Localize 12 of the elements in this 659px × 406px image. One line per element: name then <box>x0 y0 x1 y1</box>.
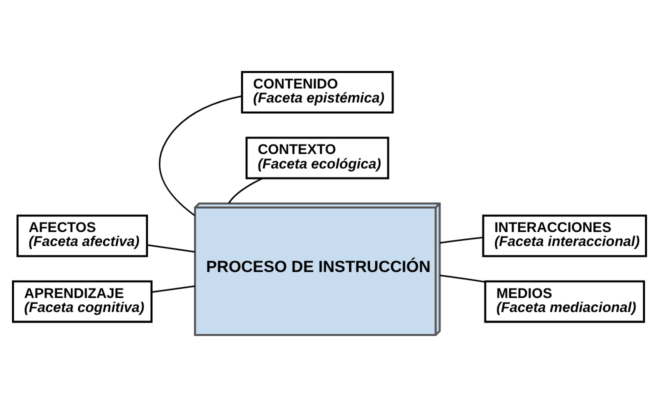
connector <box>152 284 196 292</box>
connector <box>440 236 483 244</box>
node-box: APRENDIZAJE (Faceta cognitiva) <box>12 280 153 322</box>
node-box: CONTEXTO (Faceta ecológica) <box>246 136 390 179</box>
connector <box>147 244 195 252</box>
node-box: MEDIOS (Faceta mediacional) <box>484 280 645 322</box>
node-box: AFECTOS (Faceta afectiva) <box>16 214 148 257</box>
connector <box>440 274 486 282</box>
node-box: CONTENIDO (Faceta epistémica) <box>241 70 394 113</box>
node-box: INTERACCIONES (Faceta interaccional) <box>482 214 648 257</box>
connector <box>158 94 242 216</box>
connector <box>228 177 263 204</box>
